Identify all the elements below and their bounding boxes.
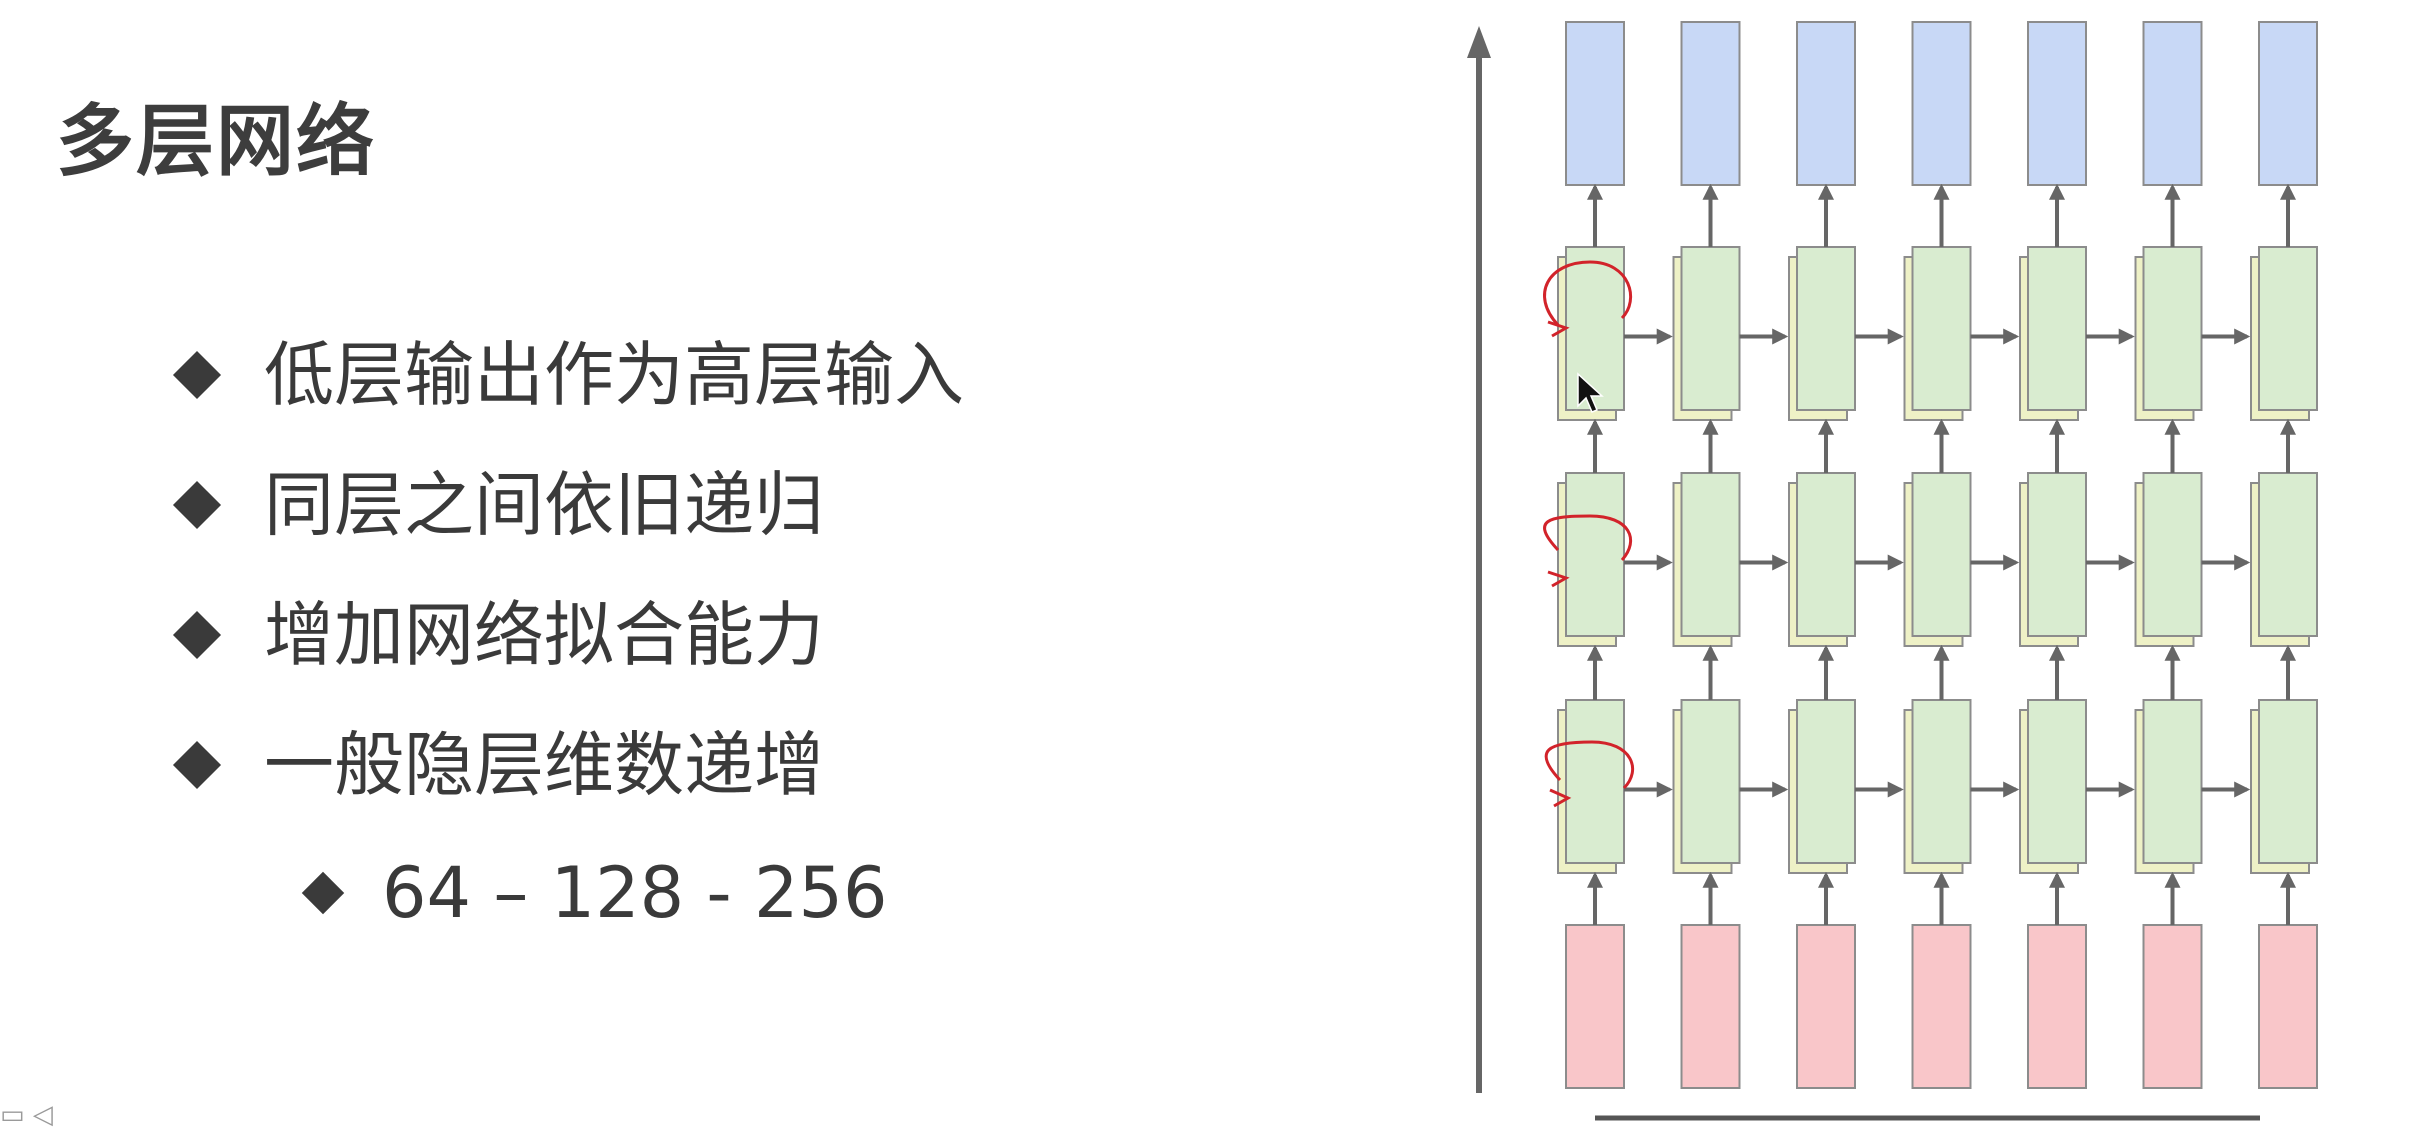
self-loop-arrow-tip — [1549, 788, 1572, 808]
bullet-text: 同层之间依旧递归 — [264, 464, 824, 546]
hidden-node-shadow — [1557, 256, 1617, 421]
hidden-node-shadow — [1557, 709, 1617, 874]
output-node — [2027, 21, 2087, 186]
hidden-node — [1565, 246, 1625, 411]
hidden-node — [1565, 472, 1625, 637]
diamond-bullet-icon — [172, 480, 222, 530]
hidden-node-shadow — [1903, 709, 1964, 874]
output-node — [2258, 21, 2318, 186]
hidden-node — [1796, 699, 1856, 864]
diamond-bullet-icon — [301, 871, 345, 915]
hidden-node — [1680, 699, 1741, 864]
hidden-node — [2142, 246, 2203, 411]
input-node — [1565, 924, 1625, 1089]
hidden-node — [1796, 472, 1856, 637]
hidden-node — [2027, 699, 2087, 864]
input-node — [1911, 924, 1972, 1089]
diamond-bullet-icon — [172, 610, 222, 660]
self-loop-arrow-tip — [1547, 570, 1570, 588]
bullet-item: 同层之间依旧递归 — [172, 464, 824, 546]
sub-bullet-item: 64 – 128 - 256 — [301, 852, 888, 934]
hidden-node — [1911, 472, 1972, 637]
hidden-node — [1680, 246, 1741, 411]
bullet-text: 一般隐层维数递增 — [264, 724, 824, 806]
sub-bullet-text: 64 – 128 - 256 — [382, 852, 888, 934]
output-node — [1565, 21, 1625, 186]
hidden-node-shadow — [1672, 256, 1733, 421]
bullet-text: 低层输出作为高层输入 — [264, 334, 964, 416]
input-node — [1680, 924, 1741, 1089]
diamond-bullet-icon — [172, 350, 222, 400]
input-node — [2142, 924, 2203, 1089]
hidden-node — [1796, 246, 1856, 411]
hidden-node-shadow — [1672, 709, 1733, 874]
hidden-node — [2142, 472, 2203, 637]
hidden-node-shadow — [2250, 709, 2310, 874]
diamond-bullet-icon — [172, 740, 222, 790]
slide-title: 多层网络 — [56, 97, 377, 187]
hidden-node — [1565, 699, 1625, 864]
output-node — [1911, 21, 1972, 186]
player-control-icon: ▭ ◁ — [0, 1100, 53, 1130]
hidden-node-shadow — [2134, 256, 2195, 421]
hidden-node-shadow — [2019, 482, 2079, 647]
hidden-node-shadow — [2134, 709, 2195, 874]
hidden-node — [1680, 472, 1741, 637]
hidden-node-shadow — [2250, 482, 2310, 647]
output-node — [1680, 21, 1741, 186]
hidden-node-shadow — [2134, 482, 2195, 647]
bullet-item: 增加网络拟合能力 — [172, 594, 824, 676]
hidden-node-shadow — [1788, 482, 1848, 647]
hidden-node — [2258, 699, 2318, 864]
bullet-text: 增加网络拟合能力 — [264, 594, 824, 676]
hidden-node — [2258, 472, 2318, 637]
self-loop-annotation — [1543, 260, 1632, 327]
output-node — [1796, 21, 1856, 186]
hidden-node-shadow — [1557, 482, 1617, 647]
axis-arrowhead — [1467, 26, 1491, 58]
hidden-node-shadow — [1903, 482, 1964, 647]
self-loop-annotation — [1544, 740, 1635, 790]
hidden-node — [1911, 699, 1972, 864]
bullet-item: 低层输出作为高层输入 — [172, 334, 964, 416]
output-node — [2142, 21, 2203, 186]
hidden-node-shadow — [2019, 709, 2079, 874]
hidden-node-shadow — [1788, 709, 1848, 874]
input-node — [2027, 924, 2087, 1089]
hidden-node-shadow — [1903, 256, 1964, 421]
hidden-node-shadow — [2250, 256, 2310, 421]
hidden-node — [2027, 472, 2087, 637]
self-loop-arrow-tip — [1547, 320, 1570, 338]
hidden-node — [2027, 246, 2087, 411]
self-loop-annotation — [1543, 514, 1633, 562]
hidden-node — [2142, 699, 2203, 864]
hidden-node-shadow — [1672, 482, 1733, 647]
hidden-node — [1911, 246, 1972, 411]
mouse-cursor-icon — [1577, 372, 1604, 413]
input-node — [2258, 924, 2318, 1089]
hidden-node-shadow — [2019, 256, 2079, 421]
hidden-node — [2258, 246, 2318, 411]
input-node — [1796, 924, 1856, 1089]
bullet-item: 一般隐层维数递增 — [172, 724, 824, 806]
hidden-node-shadow — [1788, 256, 1848, 421]
